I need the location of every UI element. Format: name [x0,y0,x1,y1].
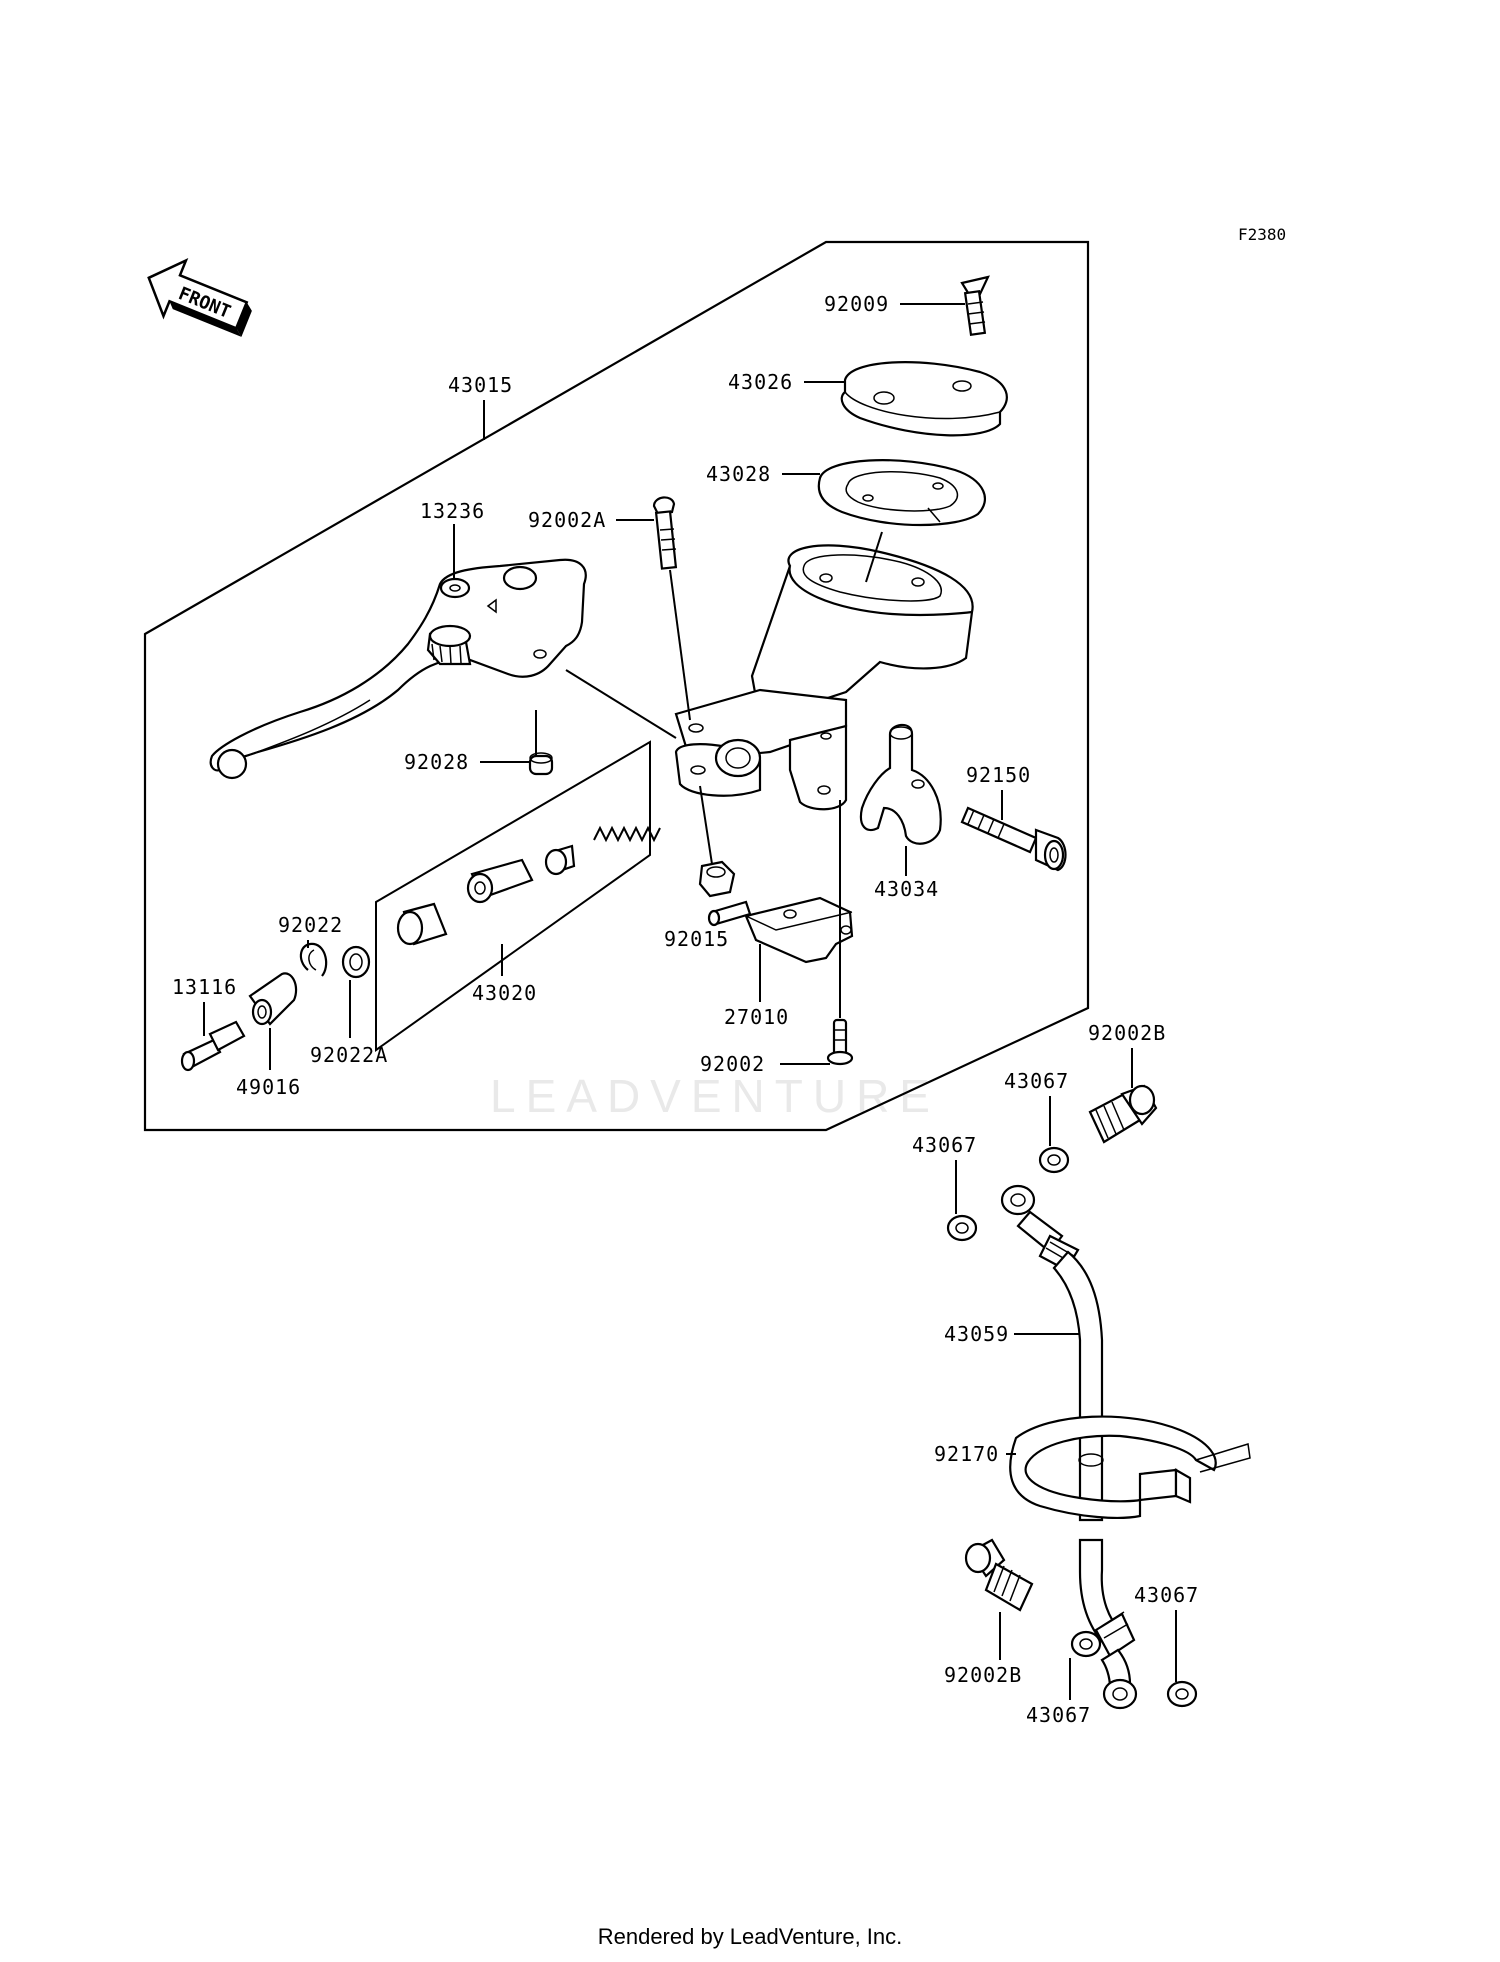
leader-lines [203,303,1177,1700]
part-label-92002[interactable]: 92002 [700,1052,765,1076]
bolt-92150 [960,806,1067,872]
part-label-43067-b[interactable]: 43067 [912,1133,977,1157]
part-label-43015[interactable]: 43015 [448,373,513,397]
part-label-92015[interactable]: 92015 [664,927,729,951]
banjo-bolt-92002B-top [1088,1084,1158,1144]
push-rod-13116 [180,1020,246,1072]
washer-43067-d [1070,1630,1102,1658]
washer-43067-b [946,1214,978,1242]
piston-kit-bracket [375,740,651,1052]
part-label-13236[interactable]: 13236 [420,499,485,523]
part-label-43067-a[interactable]: 43067 [1004,1069,1069,1093]
bushing-92028 [528,752,554,776]
washer-92022A [341,945,371,979]
assembly-boundary [143,240,1090,1132]
banjo-bolt-92002B-bottom [964,1538,1034,1612]
watermark: LEADVENTURE [490,1070,940,1122]
switch-27010 [707,896,854,964]
diaphragm-43028 [817,459,987,527]
screw-92002A [652,496,678,570]
part-label-43067-c[interactable]: 43067 [1134,1583,1199,1607]
nut-92015 [698,860,736,898]
clutch-hose-43059 [1000,1184,1138,1710]
screw-92002 [826,1018,854,1066]
reservoir-cap-43026 [840,361,1008,437]
part-label-13116[interactable]: 13116 [172,975,237,999]
clutch-lever-13236 [209,558,587,780]
part-label-92009[interactable]: 92009 [824,292,889,316]
part-label-92150[interactable]: 92150 [966,763,1031,787]
part-label-92022A[interactable]: 92022A [310,1043,388,1067]
part-label-92028[interactable]: 92028 [404,750,469,774]
washer-43067-a [1038,1146,1070,1174]
piston-kit-43020 [396,844,576,946]
part-label-43028[interactable]: 43028 [706,462,771,486]
part-label-92002B-top[interactable]: 92002B [1088,1021,1166,1045]
screw-92009 [960,275,990,337]
footer-credit: Rendered by LeadVenture, Inc. [597,1924,903,1949]
boot-49016 [248,972,298,1026]
figure-code: F2380 [1238,225,1286,244]
clamp-43034 [859,723,942,845]
part-label-49016[interactable]: 49016 [236,1075,301,1099]
part-label-43059[interactable]: 43059 [944,1322,1009,1346]
circlip-92022 [299,942,328,977]
part-label-43020[interactable]: 43020 [472,981,537,1005]
part-label-43067-d[interactable]: 43067 [1026,1703,1091,1727]
part-label-92002B-bottom[interactable]: 92002B [944,1663,1022,1687]
part-label-27010[interactable]: 27010 [724,1005,789,1029]
part-label-43026[interactable]: 43026 [728,370,793,394]
front-arrow-icon: FRONT [147,258,252,337]
washer-43067-c [1166,1680,1198,1708]
part-label-92170[interactable]: 92170 [934,1442,999,1466]
hose-clamp-92170 [1009,1415,1251,1519]
spring [593,825,661,843]
part-label-43034[interactable]: 43034 [874,877,939,901]
part-label-92022[interactable]: 92022 [278,913,343,937]
part-label-92002A[interactable]: 92002A [528,508,606,532]
master-cylinder-body [674,544,974,811]
